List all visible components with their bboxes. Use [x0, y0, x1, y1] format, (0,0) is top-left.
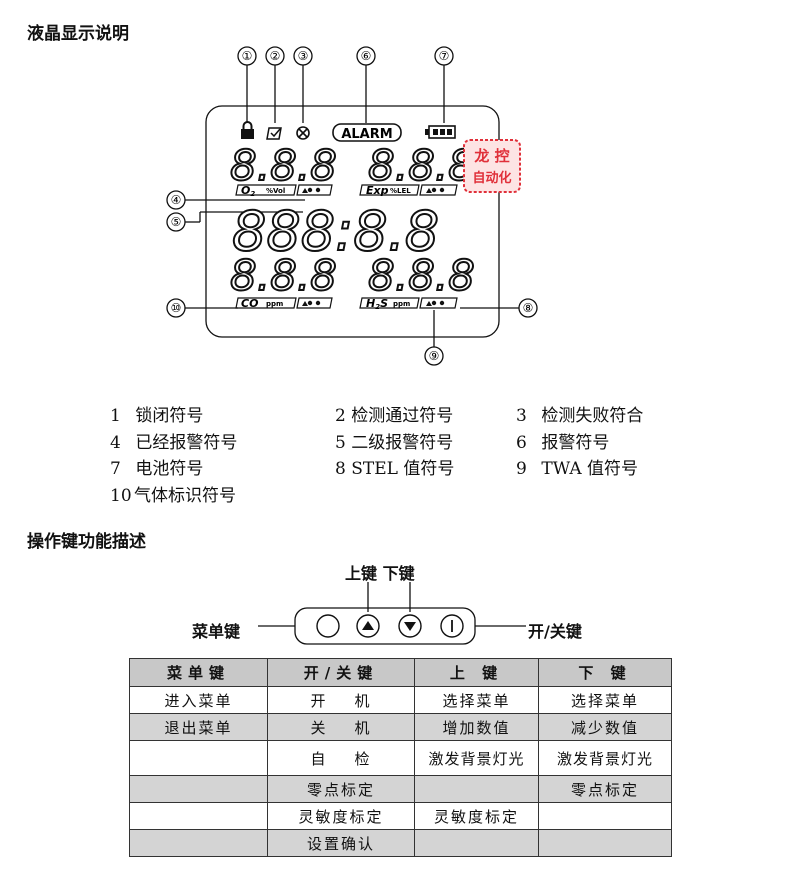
lock-icon	[241, 121, 254, 139]
table-cell: 增加数值	[414, 713, 539, 741]
lcd-diagram: ① ② ③ ⑥ ⑦ ④ ⑤ ⑩ ⑧ ⑨ ALARM 8.8.8 8.8.8 88…	[166, 46, 538, 366]
table-cell: 自 检	[267, 740, 415, 776]
callout-9: ⑨	[429, 349, 440, 363]
table-cell: 激发背景灯光	[538, 740, 672, 776]
label-exp: Exp	[366, 184, 389, 197]
lcd-digits-main: 888:8.8	[232, 200, 439, 263]
callout-8: ⑧	[523, 301, 534, 315]
label-o2: O2	[241, 184, 255, 198]
legend-item: 5 二级报警符号	[335, 432, 454, 453]
table-cell	[129, 740, 268, 776]
up-arrow-icon	[362, 621, 374, 630]
alarm-symbol: ALARM	[332, 123, 402, 142]
lcd-digits-h2s: 8.8.8	[368, 251, 475, 300]
legend-item: 2 检测通过符号	[335, 406, 454, 426]
menu-key-label: 菜单键	[192, 622, 241, 641]
table-row: 自 检 激发背景灯光 激发背景灯光	[129, 740, 672, 776]
table-cell	[414, 829, 539, 857]
key-function-table: 菜单键 开/关键 上 键 下 键 进入菜单 开 机 选择菜单 选择菜单 退出菜单…	[129, 658, 672, 857]
table-cell: 零点标定	[538, 775, 672, 803]
table-cell: 选择菜单	[538, 686, 672, 714]
table-header: 上 键	[414, 658, 539, 687]
power-key[interactable]	[440, 614, 464, 638]
table-cell: 灵敏度标定	[267, 802, 415, 830]
table-header: 开/关键	[267, 658, 415, 687]
table-row: 零点标定 零点标定	[129, 775, 672, 803]
up-key[interactable]	[356, 614, 380, 638]
table-cell	[129, 829, 268, 857]
up-down-key-label: 上键 下键	[345, 564, 415, 583]
legend-item: 8 STEL 值符号	[335, 459, 455, 479]
svg-text:自动化: 自动化	[472, 170, 511, 186]
table-cell: 零点标定	[267, 775, 415, 803]
down-key[interactable]	[398, 614, 422, 638]
lcd-digits-co: 8.8.8	[230, 251, 337, 300]
legend-column-2: 2 检测通过符号 5 二级报警符号 8 STEL 值符号	[335, 403, 454, 483]
legend-item: 6 报警符号	[516, 432, 610, 453]
table-cell	[538, 802, 672, 830]
svg-text:ALARM: ALARM	[341, 127, 392, 142]
table-cell: 选择菜单	[414, 686, 539, 714]
table-cell: 设置确认	[267, 829, 415, 857]
down-arrow-icon	[404, 622, 416, 631]
table-cell	[129, 802, 268, 830]
table-cell: 激发背景灯光	[414, 740, 539, 776]
svg-text:龙 控: 龙 控	[473, 147, 509, 165]
menu-key[interactable]	[316, 614, 340, 638]
check-icon	[266, 127, 282, 140]
legend-item: 3 检测失败符合	[516, 406, 644, 426]
table-row: 退出菜单 关 机 增加数值 减少数值	[129, 713, 672, 741]
legend-item: 7 电池符号	[110, 459, 204, 479]
table-cell: 开 机	[267, 686, 415, 714]
callout-4: ④	[171, 193, 182, 207]
label-h2s: H2S	[366, 297, 388, 311]
legend-item: 1 锁闭符号	[110, 406, 204, 426]
table-cell: 灵敏度标定	[414, 802, 539, 830]
unit-ppm-co: ppm	[266, 300, 283, 308]
table-cell	[129, 775, 268, 803]
table-header: 下 键	[538, 658, 672, 687]
section-title-keys: 操作键功能描述	[27, 532, 146, 552]
power-key-label: 开/关键	[528, 622, 582, 641]
section-title-lcd: 液晶显示说明	[27, 24, 129, 44]
table-cell	[414, 775, 539, 803]
fail-icon	[296, 126, 310, 140]
callout-2: ②	[270, 49, 281, 63]
table-header-row: 菜单键 开/关键 上 键 下 键	[129, 658, 672, 687]
label-co: CO	[241, 297, 258, 310]
callout-5: ⑤	[171, 215, 182, 229]
callout-10: ⑩	[171, 301, 182, 315]
unit-ppm-h2s: ppm	[393, 300, 410, 308]
callout-6: ⑥	[361, 49, 372, 63]
unit-lel: %LEL	[390, 187, 411, 195]
lcd-digits-o2: 8.8.8	[230, 141, 337, 190]
watermark-stamp: 龙 控 自动化	[463, 139, 521, 193]
table-cell: 关 机	[267, 713, 415, 741]
legend-column-3: 3 检测失败符合 6 报警符号 9 TWA 值符号	[516, 403, 643, 483]
table-header: 菜单键	[129, 658, 268, 687]
table-cell: 进入菜单	[129, 686, 268, 714]
callout-1: ①	[242, 49, 253, 63]
table-cell: 减少数值	[538, 713, 672, 741]
table-cell: 退出菜单	[129, 713, 268, 741]
legend-item: 4 已经报警符号	[110, 432, 238, 453]
unit-vol: %Vol	[266, 187, 285, 195]
table-row: 进入菜单 开 机 选择菜单 选择菜单	[129, 686, 672, 714]
table-row: 设置确认	[129, 829, 672, 857]
table-row: 灵敏度标定 灵敏度标定	[129, 802, 672, 830]
table-cell	[538, 829, 672, 857]
lcd-digits-exp: 8.8.8	[368, 141, 475, 190]
legend-item: 9 TWA 值符号	[516, 459, 639, 479]
callout-7: ⑦	[439, 49, 450, 63]
callout-3: ③	[298, 49, 309, 63]
keypad-diagram	[258, 582, 526, 645]
battery-icon	[425, 125, 456, 139]
